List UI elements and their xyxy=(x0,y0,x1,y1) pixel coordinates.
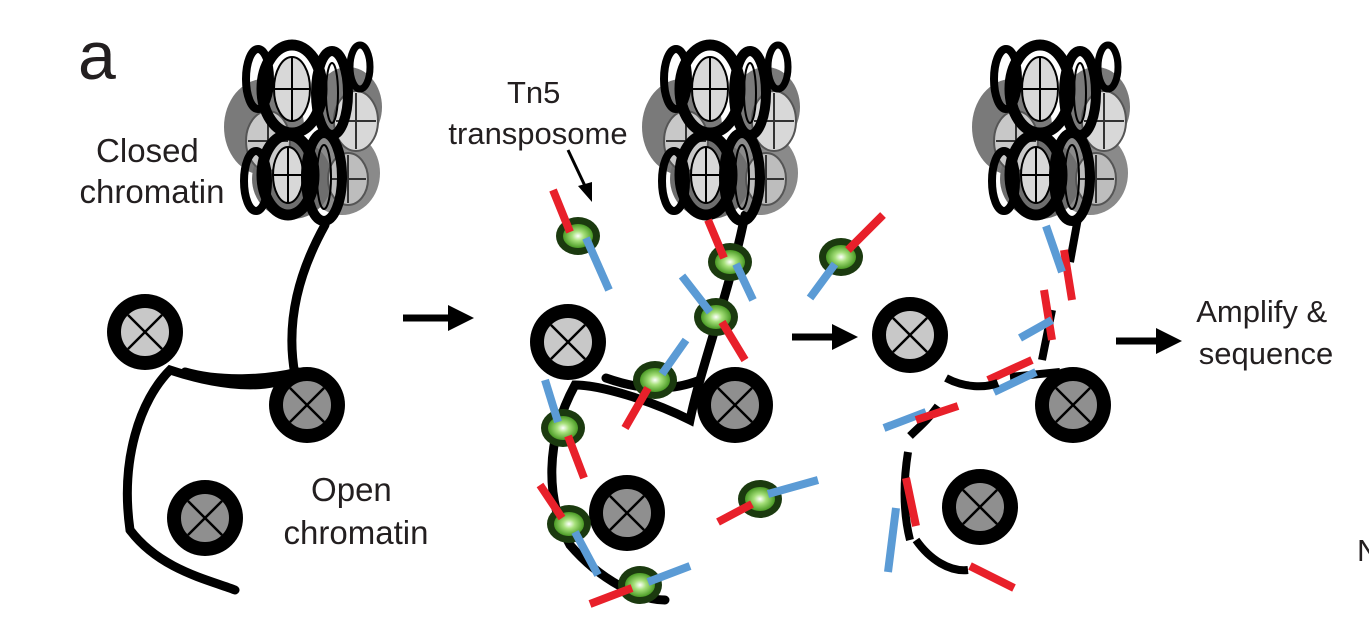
tn5-transposome xyxy=(678,273,749,363)
step-2-tn5-insertion xyxy=(528,45,886,608)
tn5-transposome-label: Tn5 transposome xyxy=(448,75,627,151)
step-1-chromatin xyxy=(105,45,382,595)
nucleosome xyxy=(1033,365,1113,445)
arrow-right xyxy=(792,324,858,350)
cut-off-letter: N xyxy=(1357,533,1369,568)
closed-chromatin-cluster xyxy=(972,45,1130,221)
dna-fragment xyxy=(884,451,1016,592)
dna-fragment xyxy=(1018,289,1056,361)
nucleosome xyxy=(695,365,775,445)
dna-strand-over xyxy=(180,367,303,384)
dna-fragment xyxy=(882,402,960,439)
open-chromatin-label: Open chromatin xyxy=(284,471,429,551)
tn5-transposome xyxy=(541,378,588,480)
amplify-sequence-label: Amplify & sequence xyxy=(1196,294,1336,371)
panel-letter: a xyxy=(78,18,116,94)
step-3-tagged-fragments xyxy=(870,45,1130,592)
tn5-transposome xyxy=(588,562,692,608)
pointer-arrow xyxy=(566,149,592,202)
tn5-transposome xyxy=(704,218,757,302)
nucleosome xyxy=(940,467,1020,547)
nucleosome xyxy=(528,302,608,382)
nucleosome xyxy=(870,295,950,375)
closed-chromatin-cluster xyxy=(642,45,800,221)
arrow-right xyxy=(1116,328,1182,354)
dna-fragment xyxy=(1042,217,1082,301)
tn5-transposome xyxy=(621,337,690,430)
tn5-transposome xyxy=(806,212,886,301)
nucleosome xyxy=(105,292,185,372)
closed-chromatin-cluster xyxy=(224,45,382,221)
arrow-right xyxy=(403,305,474,331)
tn5-transposome xyxy=(549,188,613,292)
closed-chromatin-label: Closed chromatin xyxy=(80,132,225,210)
dna-strand xyxy=(122,220,330,595)
nucleosome xyxy=(165,478,245,558)
dna-fragment xyxy=(944,356,1061,396)
tn5-transposome xyxy=(716,476,820,526)
tn5-transposome xyxy=(536,482,602,577)
nucleosome xyxy=(587,473,667,553)
